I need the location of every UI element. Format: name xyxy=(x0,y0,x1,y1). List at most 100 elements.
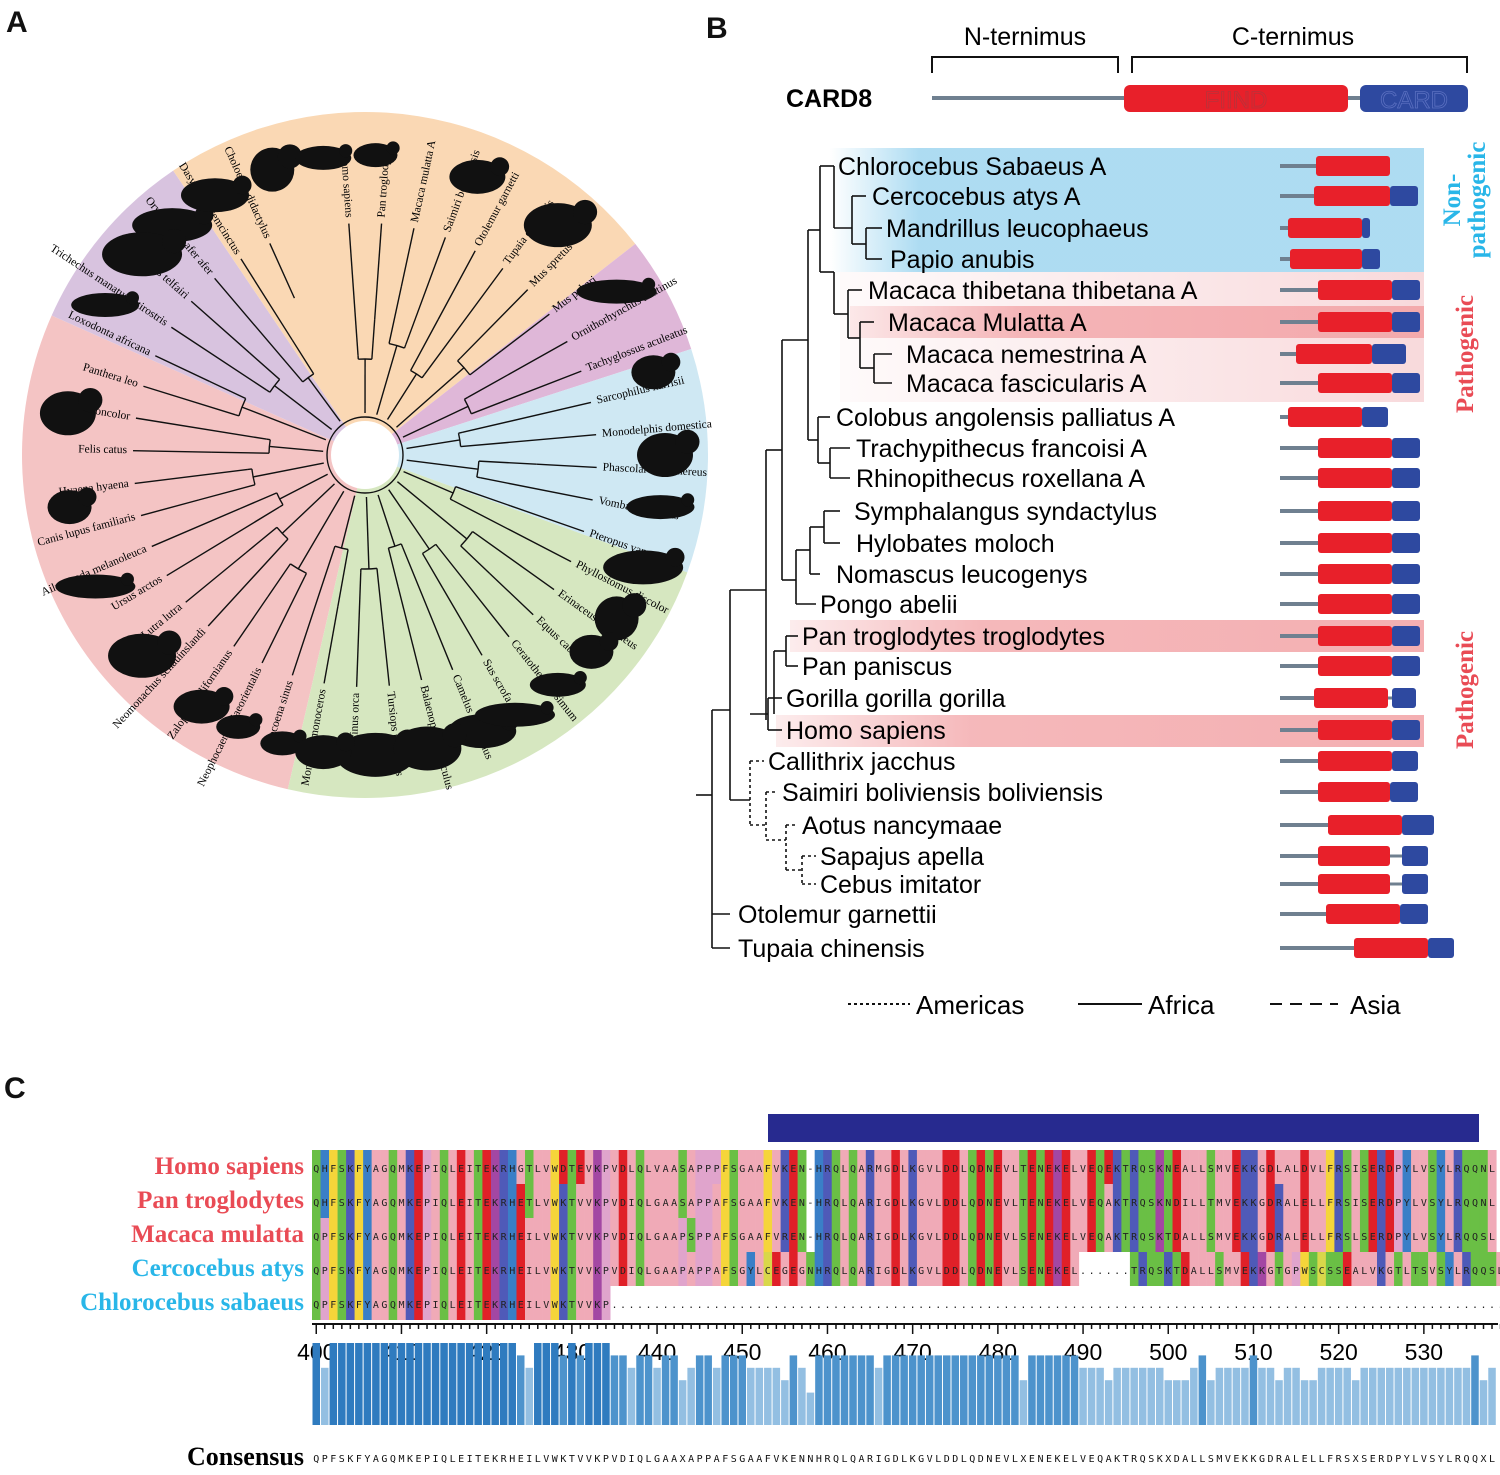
residue-letter: . xyxy=(1498,1300,1500,1311)
residue-cell xyxy=(916,1252,926,1286)
tree-branch xyxy=(211,451,270,454)
residue-cell xyxy=(490,1218,500,1252)
residue-letter: E xyxy=(1029,1266,1035,1277)
residue-cell xyxy=(567,1150,577,1184)
residue-letter: F xyxy=(330,1198,336,1209)
residue-letter: E xyxy=(1370,1198,1376,1209)
alignment-species-label: Homo sapiens xyxy=(155,1153,305,1180)
residue-letter: E xyxy=(1046,1198,1052,1209)
conservation-bar xyxy=(747,1367,755,1425)
residue-letter: L xyxy=(628,1164,634,1175)
residue-letter: . xyxy=(1285,1300,1291,1311)
residue-cell xyxy=(525,1218,534,1252)
residue-cell xyxy=(1283,1252,1293,1286)
conservation-bar xyxy=(832,1355,840,1425)
residue-letter: S xyxy=(1421,1266,1427,1277)
residue-cell xyxy=(601,1218,611,1252)
residue-cell xyxy=(1300,1184,1310,1218)
residue-letter: . xyxy=(867,1300,873,1311)
residue-cell xyxy=(1453,1184,1463,1218)
conservation-bar xyxy=(1326,1367,1334,1425)
residue-letter: G xyxy=(918,1266,924,1277)
residue-letter: . xyxy=(1412,1300,1418,1311)
residue-letter: E xyxy=(415,1232,421,1243)
residue-letter: . xyxy=(1054,1300,1060,1311)
residue-letter: S xyxy=(731,1198,737,1209)
residue-letter: L xyxy=(646,1266,652,1277)
residue-letter: . xyxy=(969,1300,975,1311)
conservation-bar xyxy=(1232,1367,1241,1425)
tree-branch xyxy=(143,385,236,416)
residue-letter: R xyxy=(1455,1198,1462,1209)
residue-cell xyxy=(780,1252,790,1286)
residue-letter: L xyxy=(1489,1198,1495,1209)
residue-cell xyxy=(1172,1184,1182,1218)
pathogenic-label-top: Pathogenic xyxy=(1452,295,1479,413)
residue-cell xyxy=(780,1218,790,1252)
tree-branch xyxy=(333,545,336,551)
residue-cell xyxy=(1359,1218,1369,1252)
conservation-bar xyxy=(977,1355,985,1425)
residue-letter: G xyxy=(782,1266,788,1277)
residue-cell xyxy=(1419,1218,1429,1252)
residue-cell xyxy=(755,1218,764,1252)
residue-letter: K xyxy=(1242,1232,1248,1243)
residue-letter: P xyxy=(424,1266,430,1277)
residue-cell xyxy=(1070,1184,1080,1218)
consensus-letter: X xyxy=(680,1454,686,1465)
consensus-letter: T xyxy=(1123,1454,1129,1465)
residue-cell xyxy=(371,1184,381,1218)
residue-cell xyxy=(525,1150,534,1184)
residue-letter: V xyxy=(1003,1164,1009,1175)
residue-letter: W xyxy=(552,1300,559,1311)
tree-branch xyxy=(442,587,483,656)
residue-cell xyxy=(823,1184,833,1218)
residue-cell xyxy=(891,1252,901,1286)
primate-species-label: Aotus nancymaae xyxy=(802,812,1002,840)
residue-letter: F xyxy=(330,1266,336,1277)
residue-cell xyxy=(414,1252,424,1286)
residue-letter: K xyxy=(594,1300,600,1311)
card-domain xyxy=(1392,720,1420,740)
residue-letter: S xyxy=(1020,1232,1026,1243)
axis-tick-label: 530 xyxy=(1405,1339,1443,1365)
tree-branch xyxy=(337,549,349,607)
residue-letter: Q xyxy=(1140,1232,1146,1243)
tree-branch xyxy=(403,470,454,494)
animal-silhouette-head xyxy=(540,701,554,715)
residue-letter: K xyxy=(910,1198,916,1209)
residue-cell xyxy=(1129,1150,1139,1184)
consensus-letter: Q xyxy=(1463,1454,1469,1465)
residue-cell xyxy=(925,1184,935,1218)
consensus-letter: G xyxy=(1259,1454,1265,1465)
residue-letter: S xyxy=(1327,1266,1333,1277)
residue-letter: Q xyxy=(313,1300,319,1311)
residue-letter: V xyxy=(1003,1232,1009,1243)
residue-letter: . xyxy=(1242,1300,1248,1311)
residue-cell xyxy=(533,1252,543,1286)
residue-letter: V xyxy=(1225,1198,1231,1209)
residue-cell xyxy=(652,1150,662,1184)
conservation-bar xyxy=(1002,1355,1011,1425)
residue-cell xyxy=(380,1286,389,1320)
animal-silhouette-head xyxy=(642,277,656,292)
consensus-letter: R xyxy=(1336,1454,1343,1465)
tree-branch xyxy=(406,459,479,470)
residue-letter: . xyxy=(722,1300,728,1311)
residue-letter: E xyxy=(518,1232,524,1243)
residue-letter: P xyxy=(603,1232,609,1243)
residue-letter: W xyxy=(552,1164,559,1175)
residue-letter: A xyxy=(859,1266,865,1277)
residue-cell xyxy=(490,1150,500,1184)
conservation-bar xyxy=(1317,1367,1326,1425)
conservation-bar xyxy=(738,1355,747,1425)
residue-letter: D xyxy=(893,1232,899,1243)
conservation-bar xyxy=(338,1343,346,1425)
residue-cell xyxy=(916,1184,926,1218)
residue-letter: . xyxy=(1472,1300,1478,1311)
residue-letter: E xyxy=(1344,1266,1350,1277)
conservation-bar xyxy=(363,1343,372,1425)
residue-cell xyxy=(1138,1150,1148,1184)
residue-cell xyxy=(1189,1184,1199,1218)
residue-letter: . xyxy=(1489,1300,1495,1311)
